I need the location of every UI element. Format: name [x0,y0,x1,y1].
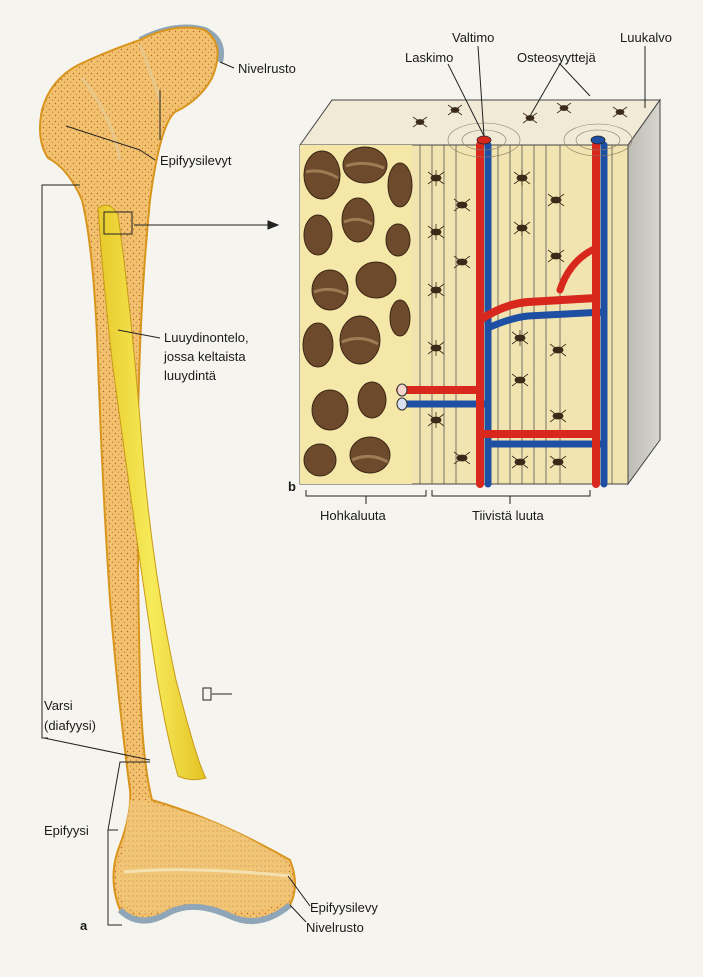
bone-tissue-block [300,100,660,484]
panel-letter-b: b [288,479,296,494]
label-nivelrusto-bottom: Nivelrusto [306,920,364,935]
label-luukalvo: Luukalvo [620,30,672,45]
label-osteosyyttejä: Osteosyyttejä [517,50,597,65]
label-hohkaluuta: Hohkaluuta [320,508,387,523]
vein-opening [591,136,605,144]
label-laskimo: Laskimo [405,50,453,65]
spongy-bone [300,145,412,484]
label-varsi-1: Varsi [44,698,73,713]
zoom-box-mid [203,688,211,700]
label-epifyysilevy: Epifyysilevy [310,900,378,915]
label-tiivistä-luuta: Tiivistä luuta [472,508,545,523]
label-nivelrusto-top: Nivelrusto [238,61,296,76]
label-luuydinontelo-3: luuydintä [164,368,217,383]
label-luuydinontelo-2: jossa keltaista [163,349,246,364]
panel-letter-a: a [80,918,88,933]
label-valtimo: Valtimo [452,30,494,45]
label-epifyysilevyt: Epifyysilevyt [160,153,232,168]
label-epifyysi: Epifyysi [44,823,89,838]
artery-opening [477,136,491,144]
bottom-epiphysis [117,800,290,913]
label-luuydinontelo-1: Luuydinontelo, [164,330,249,345]
label-varsi-2: (diafyysi) [44,718,96,733]
right-face [628,100,660,484]
